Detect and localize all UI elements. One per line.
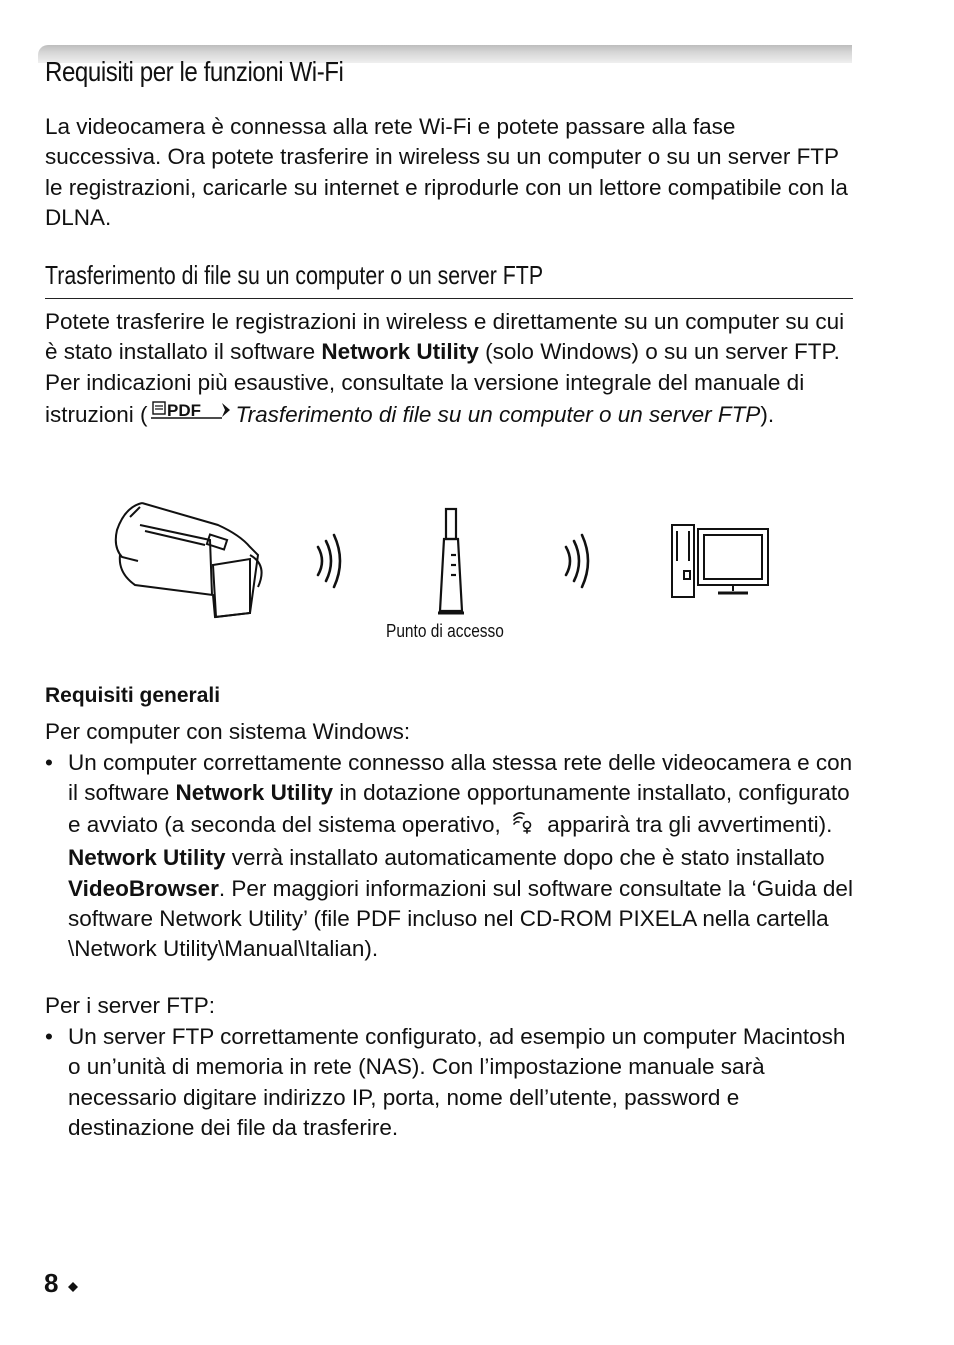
software-name: Network Utility: [321, 339, 479, 365]
access-point-caption: Punto di accesso: [386, 621, 504, 641]
software-name: VideoBrowser: [68, 875, 219, 901]
bullet: •: [45, 1024, 53, 1049]
list-item-text: Un computer correttamente connesso alla …: [68, 748, 855, 965]
list-item: • Un server FTP correttamente configurat…: [45, 1022, 855, 1144]
text: verrà installato automaticamente dopo ch…: [225, 845, 825, 871]
computer-icon: [671, 524, 769, 598]
text: (solo Windows) o su un server FTP. Per i…: [45, 339, 840, 428]
wireless-signal-icon: [316, 533, 342, 589]
subsection-title: Trasferimento di file su un computer o u…: [45, 260, 544, 290]
reference-title: Trasferimento di file su un computer o u…: [235, 402, 761, 428]
ftp-intro: Per i server FTP:: [45, 993, 216, 1018]
subsection-rule: [45, 298, 853, 299]
text: apparirà tra gli avvertimenti).: [541, 811, 833, 837]
page-number: 8: [44, 1268, 59, 1298]
text: Potete trasferire le registrazioni in wi…: [45, 309, 845, 365]
bullet: •: [45, 750, 53, 775]
camcorder-icon: [114, 502, 263, 619]
software-name: Network Utility: [68, 845, 226, 871]
text: in dotazione opportunamente installato, …: [68, 780, 850, 837]
wireless-signal-icon: [564, 533, 590, 589]
text: ).: [760, 402, 775, 428]
list-item: • Un computer correttamente connesso all…: [45, 748, 855, 965]
requirements-title: Requisiti generali: [45, 684, 221, 707]
intro-paragraph: La videocamera è connessa alla rete Wi-F…: [45, 114, 848, 231]
transfer-paragraph: Potete trasferire le registrazioni in wi…: [45, 307, 855, 435]
network-utility-icon: [511, 809, 537, 843]
page-title: Requisiti per le funzioni Wi-Fi: [45, 56, 344, 87]
text: Un computer correttamente connesso alla …: [68, 750, 853, 806]
header-bar: [38, 45, 852, 63]
diamond-icon: [68, 1282, 78, 1292]
text: . Per maggiori informazioni sul software…: [68, 875, 853, 962]
software-name: Network Utility: [175, 780, 334, 806]
pdf-label: PDF: [167, 401, 201, 420]
windows-intro: Per computer con sistema Windows:: [45, 719, 411, 744]
network-diagram: [114, 502, 769, 619]
access-point-icon: [438, 507, 464, 615]
list-item-text: Un server FTP correttamente configurato,…: [68, 1024, 846, 1141]
pdf-reference-icon: PDF: [150, 398, 234, 430]
